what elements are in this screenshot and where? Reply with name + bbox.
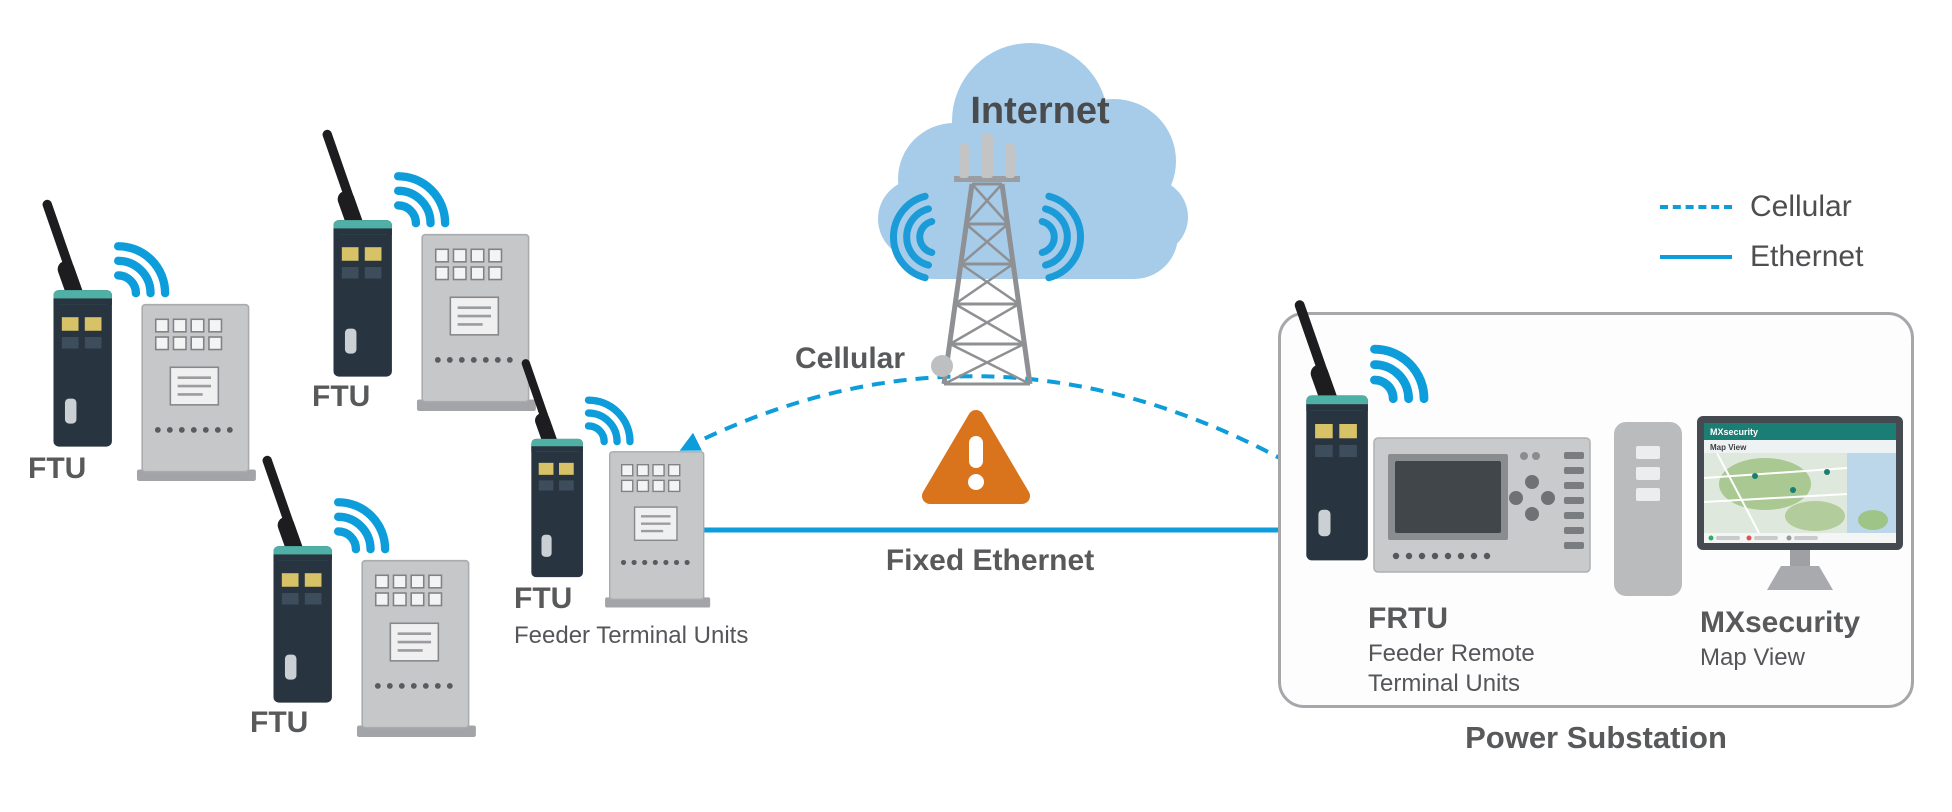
internet-label: Internet [970,90,1110,132]
screen-footer [1704,533,1896,543]
warning-icon [922,410,1030,504]
frtu-screen [1395,461,1501,533]
ftu-description: Feeder Terminal Units [514,622,749,649]
screen-header [1704,423,1896,440]
status-dots [1392,552,1491,560]
frtu-description-line1: Feeder Remote [1368,640,1535,667]
mxsecurity-monitor: MXsecurity Map View [1697,416,1903,590]
legend-item-ethernet: Ethernet [1660,240,1863,274]
legend-ethernet-label: Ethernet [1750,240,1864,273]
frtu-device-icon [1373,437,1591,573]
cell-tower-icon [890,134,1084,386]
cellular-label: Cellular [795,342,906,375]
screen-title: MXsecurity [1710,427,1758,437]
monitor-stand-neck [1790,550,1810,568]
legend-ethernet-line [1660,255,1732,259]
mxsecurity-label: MXsecurity [1700,606,1861,639]
tower-dish [931,355,953,377]
wifi-signal-icon [890,192,1084,282]
cellular-link-arrow [679,374,1304,471]
fixed-ethernet-label: Fixed Ethernet [885,544,1095,577]
ftu-label: FTU [514,582,573,615]
ftu-label: FTU [250,706,309,739]
legend-cellular-line [1660,205,1732,209]
tower-lattice [941,182,1033,386]
server-tower-icon [1614,422,1682,596]
mxsecurity-description: Map View [1700,644,1805,671]
vent-bars [1564,452,1584,549]
screen-menu-label: Map View [1710,443,1747,452]
ftu-label: FTU [28,452,87,485]
frtu-label: FRTU [1368,602,1448,635]
dpad-buttons [1509,475,1555,521]
legend-item-cellular: Cellular [1660,190,1863,224]
legend: Cellular Ethernet [1660,190,1863,290]
tower-antennas [959,134,1015,178]
power-substation-label: Power Substation [1465,720,1727,755]
legend-cellular-label: Cellular [1750,190,1852,223]
map-view [1703,452,1896,534]
ftu-label: FTU [312,380,371,413]
monitor-stand-base [1767,566,1833,590]
frtu-description-line2: Terminal Units [1368,670,1521,697]
